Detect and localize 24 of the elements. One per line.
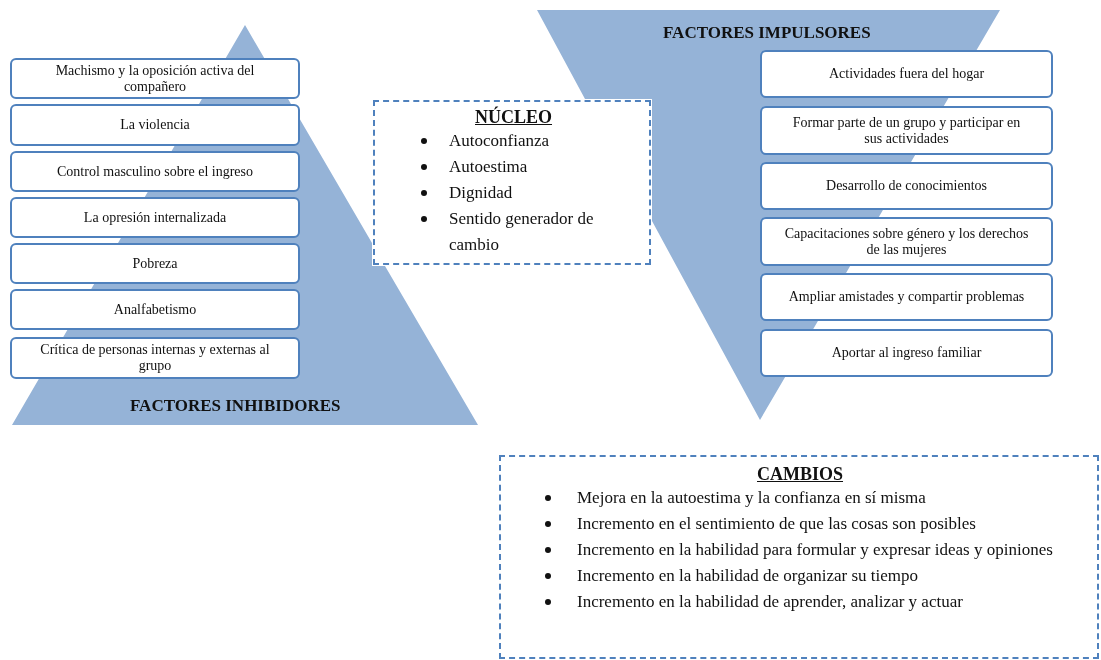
- bullet-item: Incremento en la habilidad para formular y expresar ideas y opiniones: [539, 537, 1089, 563]
- factor-box: Actividades fuera del hogar: [760, 50, 1053, 98]
- bullet-item: Sentido generador de cambio: [415, 206, 641, 258]
- bullet-item: Mejora en la autoestima y la confianza en sí misma: [539, 485, 1089, 511]
- bullet-item: Dignidad: [415, 180, 641, 206]
- dashed-panel: [499, 455, 1099, 659]
- bullet-item: Incremento en el sentimiento de que las cosas son posibles: [539, 511, 1089, 537]
- factor-box: Machismo y la oposición activa del compañero: [10, 58, 300, 99]
- factor-box: Capacitaciones sobre género y los derechos de las mujeres: [760, 217, 1053, 266]
- bullet-item: Incremento en la habilidad de aprender, analizar y actuar: [539, 589, 1089, 615]
- bullet-item: Incremento en la habilidad de organizar su tiempo: [539, 563, 1089, 589]
- factor-box: Control masculino sobre el ingreso: [10, 151, 300, 192]
- factor-box: Formar parte de un grupo y participar en sus actividades: [760, 106, 1053, 155]
- triangle-title: FACTORES IMPULSORES: [663, 22, 871, 44]
- bullet-item: Autoconfianza: [415, 128, 641, 154]
- triangle-title: FACTORES INHIBIDORES: [130, 395, 341, 417]
- factor-box: Aportar al ingreso familiar: [760, 329, 1053, 377]
- dashed-panel: [373, 100, 651, 265]
- factor-box: La violencia: [10, 104, 300, 146]
- panel-heading: CAMBIOS: [757, 463, 843, 485]
- factor-box: Desarrollo de conocimientos: [760, 162, 1053, 210]
- panel-heading: NÚCLEO: [475, 106, 552, 128]
- bullet-item: Autoestima: [415, 154, 641, 180]
- factor-box: Ampliar amistades y compartir problemas: [760, 273, 1053, 321]
